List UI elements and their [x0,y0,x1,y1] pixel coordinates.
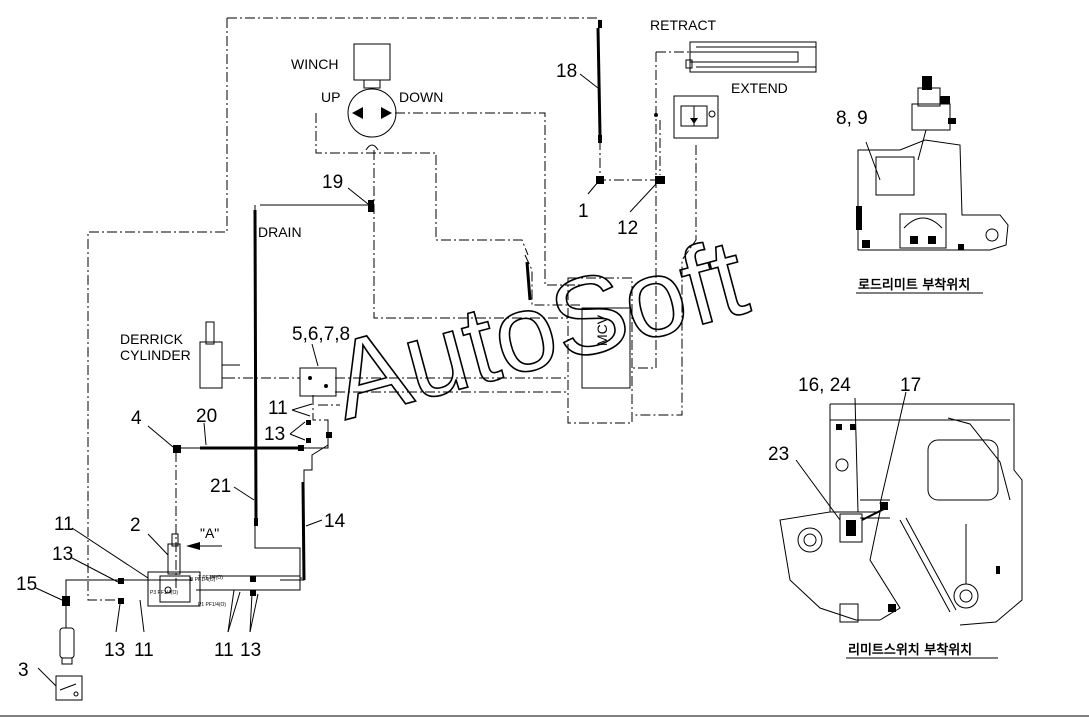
part-3: 3 [18,660,29,681]
winch-motor [347,43,397,151]
part-11-left: 11 [54,514,74,535]
winch-up-label: UP [321,89,340,105]
part-15: 15 [16,574,37,595]
derrick-cylinder [199,321,240,389]
part-8-9: 8, 9 [836,108,868,129]
part-23: 23 [768,444,789,465]
winch-down-label: DOWN [399,89,443,105]
part-20: 20 [196,406,217,427]
derrick-label-line2: CYLINDER [120,347,191,363]
limit-switch-inset [779,391,1023,626]
mcv-label: MCV [594,314,610,346]
part-12: 12 [617,218,638,239]
fittings [62,20,665,606]
part-1: 1 [578,201,589,222]
part-13-bottom-right: 13 [240,640,261,661]
part-21: 21 [210,476,231,497]
telescope-cylinder [685,41,817,73]
derrick-label-line1: DERRICK [120,331,184,347]
control-valve: P3 PF1/4(O) B PF1/4(O) T PF1/4(O) P1 PF1… [147,533,226,608]
winch-label: WINCH [291,56,338,72]
svg-text:P3 PF1/4(O): P3 PF1/4(O) [150,590,178,596]
part-14: 14 [324,511,346,532]
svg-text:B PF1/4(O): B PF1/4(O) [190,577,216,583]
leader-lines [35,73,657,687]
part-13-top: 13 [264,424,285,445]
part-17: 17 [900,375,921,396]
part-13-left: 13 [52,544,73,565]
load-limit-caption: 로드리미트 부착위치 [858,277,970,293]
svg-text:T PF1/4(O): T PF1/4(O) [198,575,223,581]
svg-text:P1 PF1/4(O): P1 PF1/4(O) [198,602,226,608]
part-13-bottom-left: 13 [104,640,125,661]
mcv-block [567,277,633,424]
part-16-24: 16, 24 [798,375,851,396]
drain-label: DRAIN [258,224,302,240]
part-11-bottom-left: 11 [134,640,154,661]
check-valve [654,95,719,139]
view-a-label: "A" [200,525,219,541]
part-11-top: 11 [268,398,288,419]
watermark: AutoSoft [319,215,758,443]
solid-plumbing [65,27,602,600]
load-limit-inset [856,76,1009,251]
part-18: 18 [556,61,577,82]
pressure-switch [55,606,83,701]
extend-label: EXTEND [731,80,788,96]
part-5-6-7-8: 5,6,7,8 [292,324,350,345]
part-11-bottom-right: 11 [214,640,234,661]
retract-label: RETRACT [650,17,717,33]
holding-valve [299,367,337,397]
part-numbers: 18 19 1 12 5,6,7,8 4 20 11 13 21 14 2 11… [16,61,638,681]
part-2: 2 [130,515,141,536]
limit-switch-caption: 리미트스위치 부착위치 [848,642,972,658]
part-4: 4 [131,408,142,429]
part-19: 19 [322,172,343,193]
view-a-arrow [186,542,200,550]
